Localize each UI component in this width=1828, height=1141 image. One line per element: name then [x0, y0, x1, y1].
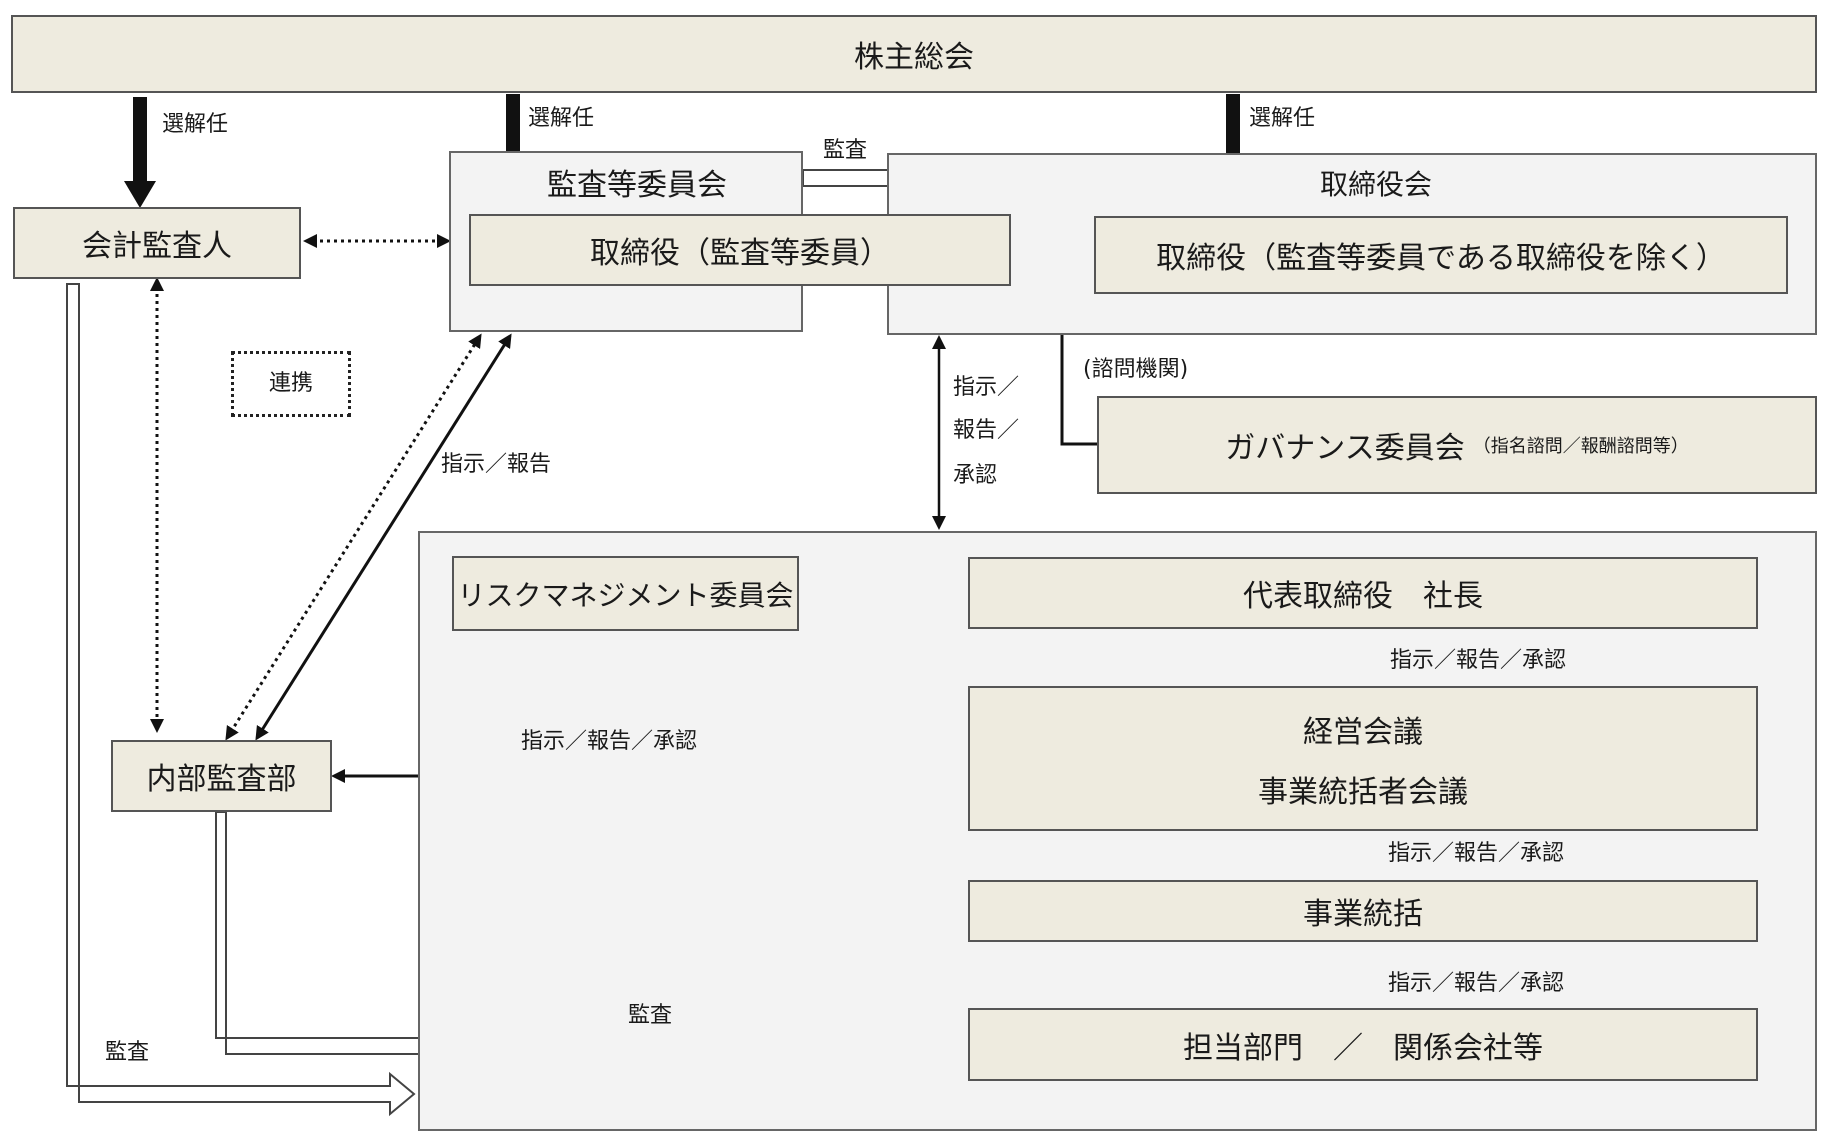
cooperation-legend: 連携 — [231, 351, 351, 417]
president-mgmt-label: 指示／報告／承認 — [1390, 648, 1567, 673]
elect-label-2: 選解任 — [528, 106, 595, 131]
accounting-auditor-label: 会計監査人 — [82, 229, 232, 264]
mgmt-unit-label: 指示／報告／承認 — [1388, 841, 1565, 866]
accountant-audit-label: 監査 — [105, 1040, 150, 1065]
president-internal-label: 指示／報告／承認 — [521, 729, 698, 754]
internal-committee-label: 指示／報告 — [441, 452, 552, 477]
management-meeting-box: 経営会議 事業統括者会議 — [968, 686, 1758, 831]
internal-audit-label: 内部監査部 — [146, 762, 297, 797]
board-exec-label-2: 報告／ — [953, 418, 1020, 443]
management-meeting-label-1: 経営会議 — [1303, 714, 1423, 750]
departments-label: 担当部門 ／ 関係会社等 — [1183, 1030, 1543, 1066]
advisory-connector — [1060, 334, 1097, 446]
risk-committee-box: リスクマネジメント委員会 — [452, 556, 799, 631]
business-unit-label: 事業統括 — [1303, 897, 1423, 932]
internal-committee-solid — [255, 333, 512, 741]
board-title: 取締役会 — [1320, 168, 1433, 201]
board-exec-label-3: 承認 — [953, 463, 998, 488]
business-unit-box: 事業統括 — [968, 880, 1758, 942]
accounting-auditor: 会計監査人 — [13, 207, 301, 279]
director-other-label: 取締役（監査等委員である取締役を除く） — [1156, 241, 1726, 276]
internal-audit-box: 内部監査部 — [111, 740, 332, 812]
management-meeting-label-2: 事業統括者会議 — [1258, 774, 1468, 810]
president-box: 代表取締役 社長 — [968, 557, 1758, 629]
governance-committee-label: ガバナンス委員会 — [1225, 431, 1465, 466]
accountant-audit-arrow — [66, 283, 416, 1117]
director-audit-box: 取締役（監査等委員） — [469, 214, 1011, 286]
board-exec-label-1: 指示／ — [953, 375, 1020, 400]
risk-committee-label: リスクマネジメント委員会 — [457, 578, 794, 612]
elect-label-3: 選解任 — [1249, 106, 1316, 131]
governance-committee-note: （指名諮問／報酬諮問等） — [1472, 436, 1689, 457]
president-label: 代表取締役 社長 — [1243, 579, 1483, 614]
shareholders-meeting: 株主総会 — [11, 15, 1817, 93]
director-other-box: 取締役（監査等委員である取締役を除く） — [1094, 216, 1788, 294]
unit-dept-label: 指示／報告／承認 — [1388, 971, 1565, 996]
internal-dept-audit-label: 監査 — [628, 1003, 673, 1028]
cooperation-legend-label: 連携 — [268, 370, 313, 396]
shareholders-meeting-label: 株主総会 — [854, 40, 974, 75]
departments-box: 担当部門 ／ 関係会社等 — [968, 1008, 1758, 1081]
governance-committee-box: ガバナンス委員会 （指名諮問／報酬諮問等） — [1097, 396, 1817, 494]
elect-label-1: 選解任 — [162, 112, 229, 137]
director-audit-label: 取締役（監査等委員） — [590, 236, 890, 271]
advisory-label: (諮問機関) — [1083, 357, 1189, 382]
audit-top-label: 監査 — [823, 138, 868, 163]
audit-committee-title: 監査等委員会 — [547, 168, 727, 203]
